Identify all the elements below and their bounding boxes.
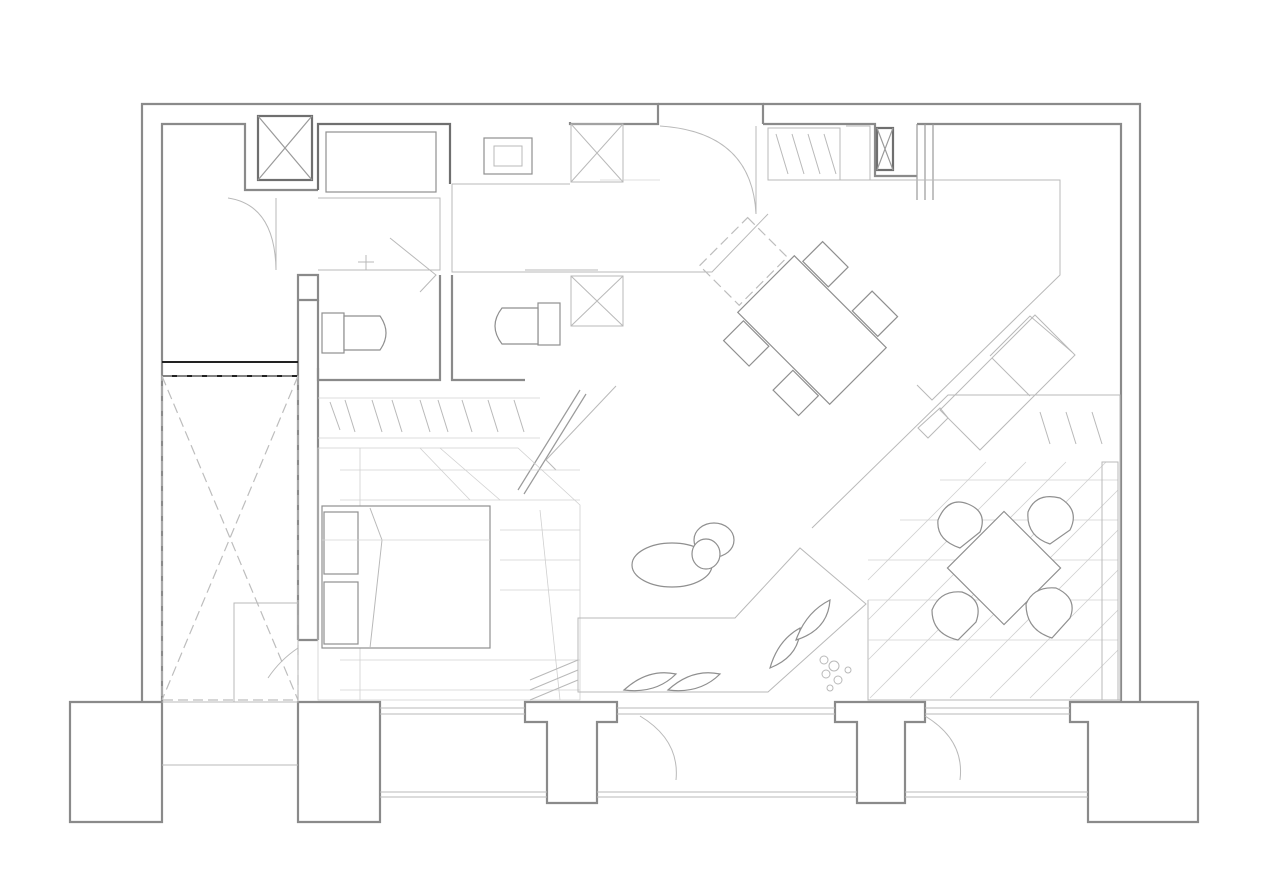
- lounge-chair-1: [937, 501, 983, 549]
- dining-chair-1: [801, 240, 849, 288]
- plant: [819, 655, 852, 692]
- dining: [698, 179, 1061, 417]
- lounge-chair-2: [1027, 496, 1074, 545]
- bedroom-floor: [317, 447, 581, 701]
- dining-chair-4: [772, 369, 820, 417]
- living: [577, 522, 867, 693]
- tv-console: [517, 314, 1076, 495]
- pillow-1: [323, 511, 359, 575]
- bathroom-2: [452, 137, 598, 346]
- dining-chair-2: [851, 290, 899, 338]
- sink: [483, 137, 533, 175]
- bedroom: [317, 397, 581, 701]
- balcony: [162, 701, 962, 781]
- storage-void: [161, 375, 299, 703]
- exterior-walls: [68, 102, 1200, 824]
- sofa-cushions: [622, 672, 678, 692]
- study-lounge: [811, 394, 1121, 701]
- toilet-1: [321, 312, 345, 354]
- dining-table: [736, 254, 888, 406]
- toilet-1-bowl: [343, 315, 387, 351]
- lounge-chair-3: [931, 591, 979, 641]
- toilet-2-bowl: [494, 307, 539, 345]
- ottoman-2: [691, 538, 721, 570]
- bathroom-1: [227, 131, 441, 354]
- lounge-chair-4: [1025, 587, 1073, 639]
- dining-chair-3: [722, 319, 770, 367]
- toilet-2: [537, 302, 561, 346]
- pillow-2: [323, 581, 359, 645]
- bathtub: [325, 131, 437, 193]
